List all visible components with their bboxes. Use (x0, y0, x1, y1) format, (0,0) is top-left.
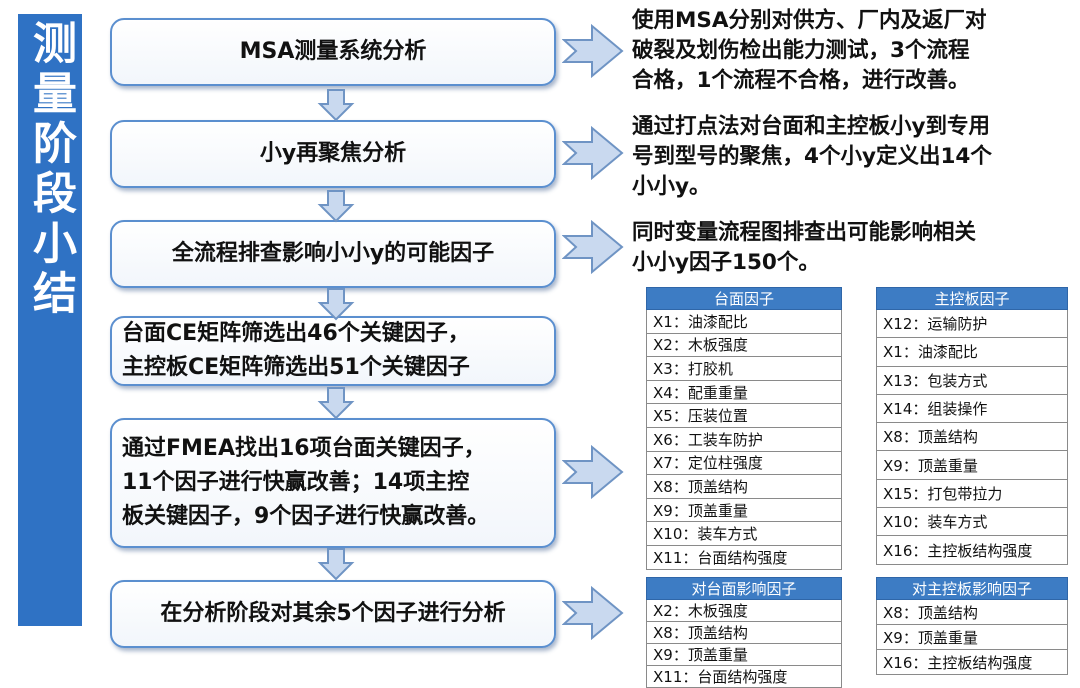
down-arrow-icon (317, 190, 355, 223)
step-msa-box: MSA测量系统分析 (110, 18, 556, 86)
note-process-scan: 同时变量流程图排查出可能影响相关 小小y因子150个。 (632, 220, 977, 275)
table-cell: X1：油漆配比 (876, 337, 1068, 367)
table-cell: X11：台面结构强度 (646, 544, 842, 570)
step-fmea-label: 通过FMEA找出16项台面关键因子， 11个因子进行快赢改善；14项主控 板关键… (122, 436, 490, 529)
down-arrow-icon (317, 548, 355, 581)
note-msa: 使用MSA分别对供方、厂内及返厂对 破裂及划伤检出能力测试，3个流程 合格，1个… (632, 8, 987, 93)
table-cell: X16：主控板结构强度 (876, 649, 1068, 675)
right-arrow-icon (562, 24, 624, 78)
table-cell: X5：压装位置 (646, 403, 842, 428)
table-header: 主控板因子 (876, 287, 1068, 310)
table-cell: X2：木板强度 (646, 599, 842, 622)
table-row: X4：配重重量 (646, 379, 842, 405)
table-cell: X2：木板强度 (646, 332, 842, 358)
sidebar-title: 测量阶段小结 (25, 20, 76, 320)
table-cell: X13：包装方式 (876, 365, 1068, 395)
table-cell: X8：顶盖结构 (646, 621, 842, 644)
table-row: X11：台面结构强度 (646, 665, 842, 688)
table-cell: X8：顶盖结构 (876, 422, 1068, 452)
note-small-y: 通过打点法对台面和主控板小y到专用 号到型号的聚焦，4个小y定义出14个 小小y… (632, 114, 992, 199)
table-header: 对主控板影响因子 (876, 577, 1068, 600)
table-row: X9：顶盖重量 (646, 497, 842, 523)
step-ce-matrix-box: 台面CE矩阵筛选出46个关键因子， 主控板CE矩阵筛选出51个关键因子 (110, 316, 556, 386)
table-row: X9：顶盖重量 (646, 643, 842, 666)
table-row: X5：压装位置 (646, 403, 842, 428)
table-row: X3：打胶机 (646, 356, 842, 381)
table-row: X2：木板强度 (646, 599, 842, 622)
down-arrow-icon (317, 387, 355, 420)
table-header: 对台面影响因子 (646, 577, 842, 600)
table-cell: X8：顶盖结构 (646, 474, 842, 499)
table-cell: X10：装车方式 (876, 507, 1068, 537)
table-row: X6：工装车防护 (646, 426, 842, 452)
step-fmea-box: 通过FMEA找出16项台面关键因子， 11个因子进行快赢改善；14项主控 板关键… (110, 418, 556, 548)
step-small-y-label: 小y再聚焦分析 (259, 141, 407, 166)
table-row: X10：装车方式 (646, 521, 842, 546)
step-analysis-label: 在分析阶段对其余5个因子进行分析 (160, 601, 506, 626)
right-arrow-icon (562, 586, 624, 640)
table-row: X8：顶盖结构 (646, 621, 842, 644)
table-row: X9：顶盖重量 (876, 624, 1068, 650)
table-row: X13：包装方式 (876, 365, 1068, 395)
step-process-scan-label: 全流程排查影响小小y的可能因子 (171, 241, 495, 266)
table-cell: X9：顶盖重量 (876, 624, 1068, 650)
right-arrow-icon (562, 126, 624, 180)
table-cell: X11：台面结构强度 (646, 665, 842, 688)
step-ce-matrix-label: 台面CE矩阵筛选出46个关键因子， 主控板CE矩阵筛选出51个关键因子 (122, 321, 470, 380)
table-row: X11：台面结构强度 (646, 544, 842, 570)
right-arrow-icon (562, 445, 624, 499)
table-row: X14：组装操作 (876, 393, 1068, 424)
table-cell: X1：油漆配比 (646, 309, 842, 334)
sidebar-banner: 测量阶段小结 (18, 14, 82, 626)
table-cell: X7：定位柱强度 (646, 450, 842, 476)
right-arrow-icon (562, 220, 624, 274)
table-cell: X15：打包带拉力 (876, 478, 1068, 509)
table-cell: X14：组装操作 (876, 393, 1068, 424)
table-row: X8：顶盖结构 (876, 599, 1068, 625)
table-row: X12：运输防护 (876, 308, 1068, 339)
table-row: X1：油漆配比 (876, 337, 1068, 367)
step-msa-label: MSA测量系统分析 (239, 39, 427, 64)
table-row: X16：主控板结构强度 (876, 649, 1068, 675)
step-small-y-box: 小y再聚焦分析 (110, 120, 556, 188)
table-cell: X16：主控板结构强度 (876, 535, 1068, 565)
table-row: X8：顶盖结构 (876, 422, 1068, 452)
table-row: X9：顶盖重量 (876, 450, 1068, 480)
table-row: X8：顶盖结构 (646, 474, 842, 499)
table-cell: X12：运输防护 (876, 308, 1068, 339)
table-cell: X3：打胶机 (646, 356, 842, 381)
table-row: X2：木板强度 (646, 332, 842, 358)
table-cell: X9：顶盖重量 (646, 497, 842, 523)
down-arrow-icon (317, 89, 355, 122)
table-cell: X8：顶盖结构 (876, 599, 1068, 625)
table-cell: X10：装车方式 (646, 521, 842, 546)
step-process-scan-box: 全流程排查影响小小y的可能因子 (110, 220, 556, 288)
table-header: 台面因子 (646, 287, 842, 310)
table-row: X7：定位柱强度 (646, 450, 842, 476)
table-row: X10：装车方式 (876, 507, 1068, 537)
table-row: X1：油漆配比 (646, 309, 842, 334)
table-row: X16：主控板结构强度 (876, 535, 1068, 565)
table-cell: X9：顶盖重量 (646, 643, 842, 666)
table-cell: X4：配重重量 (646, 379, 842, 405)
table-row: X15：打包带拉力 (876, 478, 1068, 509)
table-cell: X9：顶盖重量 (876, 450, 1068, 480)
down-arrow-icon (317, 288, 355, 321)
table-cell: X6：工装车防护 (646, 426, 842, 452)
step-analysis-box: 在分析阶段对其余5个因子进行分析 (110, 580, 556, 648)
